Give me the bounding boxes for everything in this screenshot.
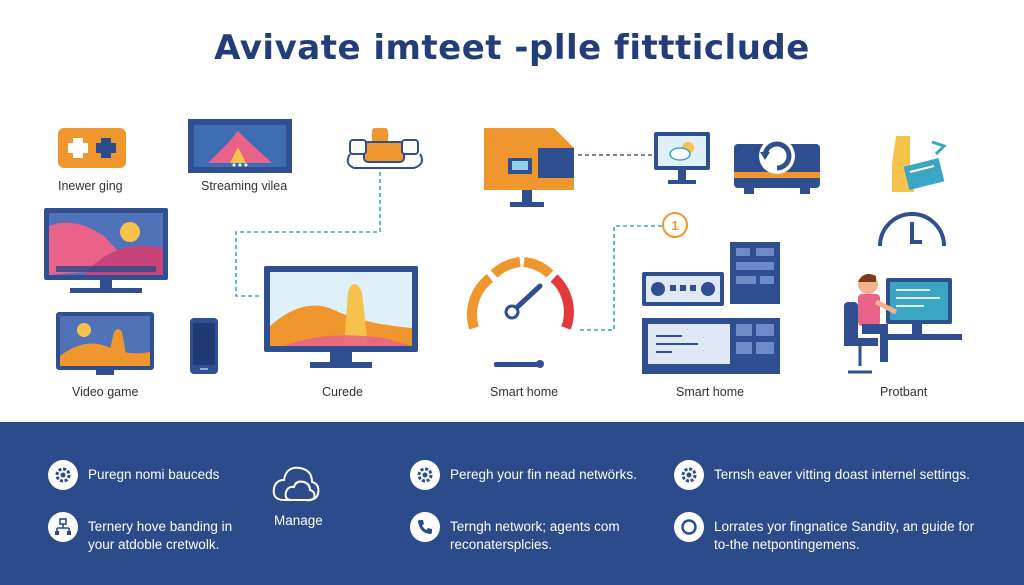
footer-item-text: Peregh your fin nead netwörks.: [450, 467, 637, 482]
footer-item-text: to-the netpontingemens.: [714, 537, 860, 552]
page-title: Avivate imteet -plle fittticlude: [214, 28, 810, 68]
gamepad-icon: [58, 128, 126, 168]
video-game-label: Video game: [72, 385, 139, 399]
curede-label: Curede: [322, 385, 363, 399]
footer-item-7: Lorrates yor fingnatice Sandity, an guid…: [674, 512, 974, 554]
streaming-tv-icon: [188, 119, 292, 173]
footer-item-4: Ternsh eaver vitting doast internel sett…: [674, 460, 970, 490]
footer-item-3: Peregh your fin nead netwörks.: [410, 460, 637, 490]
weather-monitor-icon: [652, 132, 712, 192]
gear-icon: [48, 460, 78, 490]
tv-icon: [44, 208, 168, 296]
footer-item-1: Puregn nomi bauceds: [48, 460, 219, 490]
hand-card-icon: [888, 136, 952, 194]
person-at-computer-icon: [840, 268, 962, 380]
footer-item-text: your atdoble cretwolk.: [88, 537, 220, 552]
phone-icon: [410, 512, 440, 542]
audio-receiver-icon: [642, 272, 724, 306]
clock-icon: [876, 212, 948, 250]
footer-item-6: Terngh network; agents com reconatersplc…: [410, 512, 620, 554]
phone-device-icon: [190, 318, 218, 374]
footer-panel: Puregn nomi bauceds Manage Peregh your f…: [0, 422, 1024, 585]
vr-headset-icon: [344, 128, 428, 174]
cloud-icon: [270, 460, 322, 504]
footer-item-text: Ternsh eaver vitting doast internel sett…: [714, 467, 970, 482]
footer-item-text: Manage: [274, 513, 323, 528]
protbant-label: Protbant: [880, 385, 928, 399]
control-panel-icon: [642, 318, 780, 374]
gaming-label: Inewer ging: [58, 179, 123, 193]
speedometer-icon: [464, 252, 576, 372]
smart-home-label-1: Smart home: [490, 385, 559, 399]
network-icon: [48, 512, 78, 542]
footer-item-text: Lorrates yor fingnatice Sandity, an guid…: [714, 519, 975, 534]
footer-item-text: Terngh network; agents com: [450, 519, 620, 534]
desktop-computer-icon: [484, 128, 578, 210]
streaming-label: Streaming vilea: [201, 179, 288, 193]
sync-device-icon: [734, 130, 820, 194]
circle-icon: [674, 512, 704, 542]
footer-item-text: Ternery hove banding in: [88, 519, 233, 534]
footer-item-text: Puregn nomi bauceds: [88, 467, 220, 482]
gear-icon: [674, 460, 704, 490]
gear-icon: [410, 460, 440, 490]
footer-item-text: reconatersplcies.: [450, 537, 553, 552]
smart-home-label-2: Smart home: [676, 385, 745, 399]
server-tower-icon: [730, 242, 780, 304]
footer-item-5: Ternery hove banding in your atdoble cre…: [48, 512, 232, 554]
video-game-screen-icon: [56, 312, 154, 378]
central-monitor-icon: [264, 266, 418, 372]
footer-item-2: Manage: [270, 460, 323, 530]
notification-badge: 1: [662, 212, 688, 238]
